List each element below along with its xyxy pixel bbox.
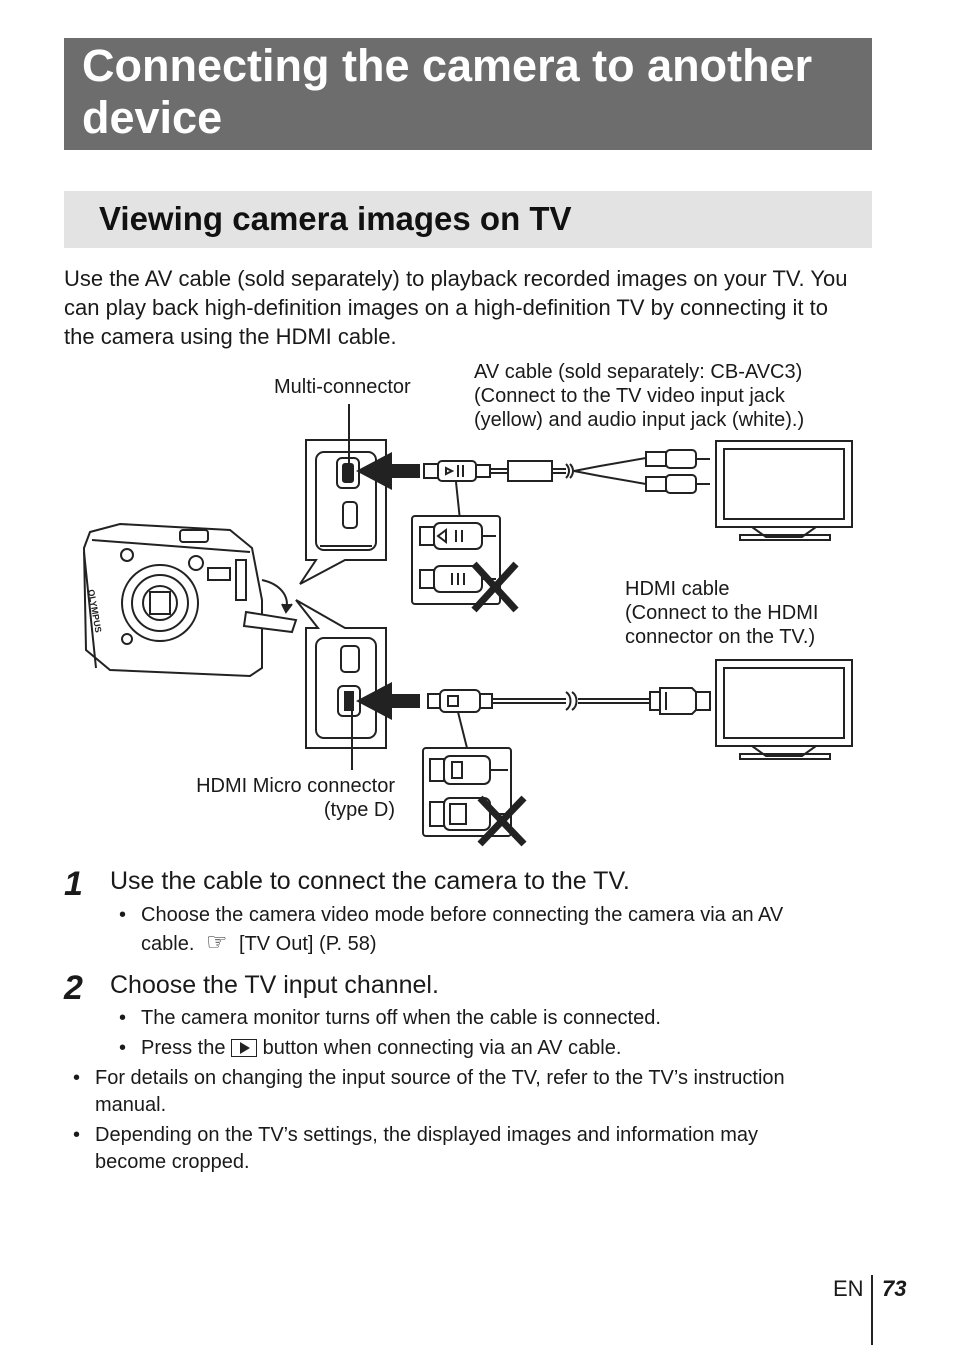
bullet-dot: • xyxy=(119,904,127,926)
hdmi-micro-label-line1: HDMI Micro connector xyxy=(196,775,395,797)
multi-connector-label: Multi-connector xyxy=(274,376,411,398)
bullet-dot: • xyxy=(73,1067,81,1089)
hdmi-plug-orientation-box xyxy=(422,711,527,847)
footer-divider xyxy=(871,1275,873,1345)
page-title-bar: Connecting the camera to another device xyxy=(64,38,872,150)
page-title: Connecting the camera to another device xyxy=(82,40,813,143)
av-plug-orientation-box xyxy=(411,481,519,613)
insert-arrow-bottom xyxy=(356,682,420,720)
footer-language: EN xyxy=(833,1276,864,1301)
section-title: Viewing camera images on TV xyxy=(99,200,572,237)
step-1-bullet-1: • Choose the camera video mode before co… xyxy=(119,902,881,958)
connection-diagram: OLYMPUS xyxy=(82,404,853,847)
hdmi-micro-label-line2: (type D) xyxy=(323,799,395,821)
step-2-bullet-1: • The camera monitor turns off when the … xyxy=(119,1005,881,1032)
note-text-line2: manual. xyxy=(95,1094,167,1116)
step-text: Use the cable to connect the camera to t… xyxy=(110,867,630,895)
step-2-bullet-2: • Press the button when connecting via a… xyxy=(119,1035,881,1062)
bullet-dot: • xyxy=(73,1124,81,1146)
hdmi-cable-illustration xyxy=(427,687,711,715)
note-text-line2: become cropped. xyxy=(95,1151,250,1173)
hdmi-cable-label-line3: connector on the TV.) xyxy=(625,626,816,648)
av-cable-illustration xyxy=(423,449,710,494)
note-2: • Depending on the TV’s settings, the di… xyxy=(73,1122,885,1176)
bullet-text-post: button when connecting via an AV cable. xyxy=(262,1037,622,1059)
av-cable-label-line2: (Connect to the TV video input jack xyxy=(474,385,785,407)
hdmi-cable-label-line2: (Connect to the HDMI xyxy=(625,602,819,624)
note-1: • For details on changing the input sour… xyxy=(73,1065,885,1119)
note-text-line1: For details on changing the input source… xyxy=(95,1067,785,1089)
hdmi-cable-label-line1: HDMI cable xyxy=(625,578,730,600)
page-reference: [TV Out] (P. 58) xyxy=(239,933,377,955)
bullet-text-pre: Press the xyxy=(141,1037,226,1059)
note-text-line1: Depending on the TV’s settings, the disp… xyxy=(95,1124,758,1146)
bullet-dot: • xyxy=(119,1007,127,1029)
insert-arrow-top xyxy=(356,452,420,490)
tv-illustration-top xyxy=(715,440,853,541)
av-cable-label-line1: AV cable (sold separately: CB-AVC3) xyxy=(474,361,803,383)
hdmi-micro-port-illustration xyxy=(295,599,387,749)
tv-illustration-bottom xyxy=(715,659,853,760)
intro-paragraph: Use the AV cable (sold separately) to pl… xyxy=(64,266,848,349)
reference-hand-icon: ☞ xyxy=(205,929,228,956)
camera-illustration xyxy=(82,522,298,678)
page-number: 73 xyxy=(882,1276,907,1301)
step-number: 2 xyxy=(64,969,83,1007)
bullet-text: The camera monitor turns off when the ca… xyxy=(141,1007,661,1029)
step-number: 1 xyxy=(64,865,83,903)
bullet-text-line2: cable. ☞ [TV Out] (P. 58) xyxy=(141,929,881,958)
multi-connector-port-illustration xyxy=(299,439,387,585)
step-text: Choose the TV input channel. xyxy=(110,971,439,999)
section-header-bar: Viewing camera images on TV xyxy=(64,191,872,248)
bullet-text-line1: Choose the camera video mode before conn… xyxy=(141,904,784,926)
playback-button-icon xyxy=(231,1039,258,1057)
bullet-text: cable. xyxy=(141,933,195,955)
bullet-dot: • xyxy=(119,1037,127,1059)
av-cable-label-line3: (yellow) and audio input jack (white).) xyxy=(474,409,805,431)
